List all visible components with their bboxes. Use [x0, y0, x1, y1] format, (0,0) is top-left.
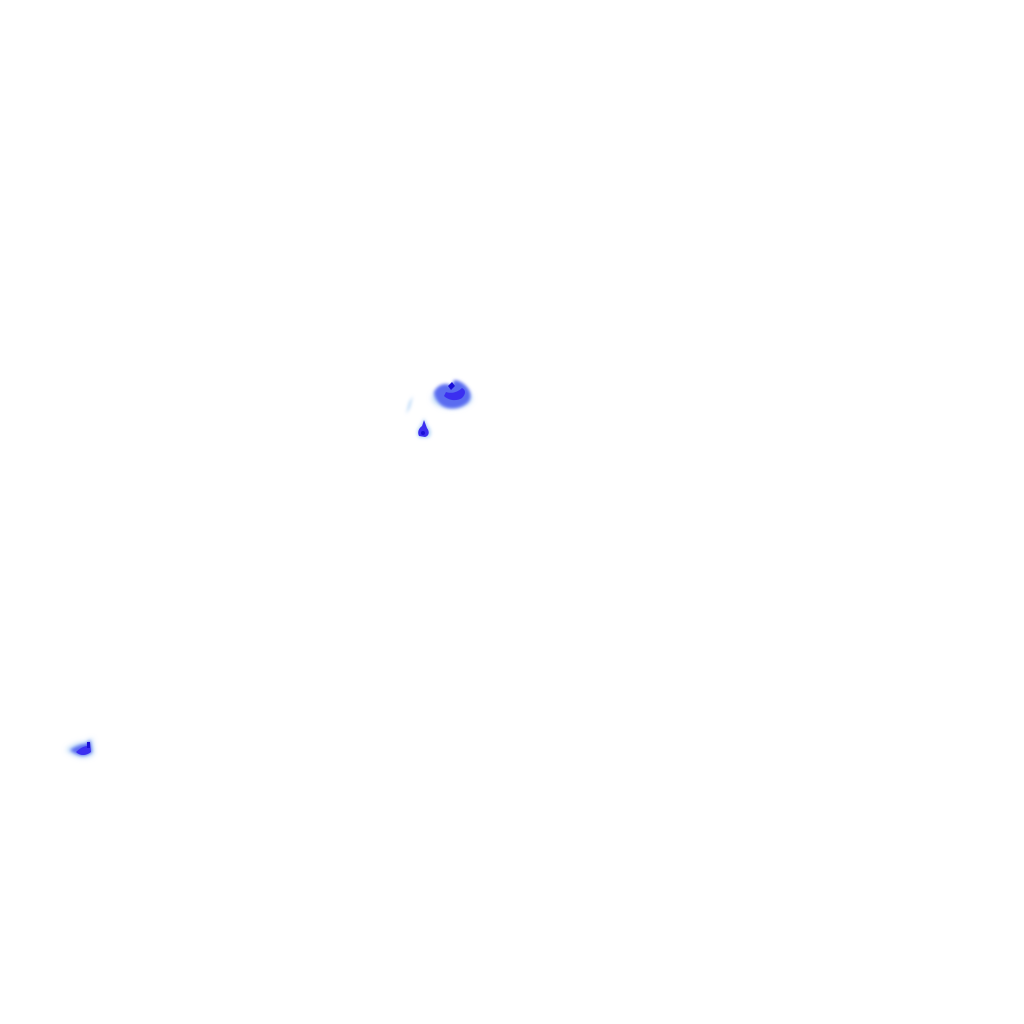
echo-lower-left — [66, 738, 94, 758]
echo-droplet — [417, 418, 431, 438]
echo-crescent — [432, 380, 472, 409]
echo-streak — [406, 396, 413, 414]
